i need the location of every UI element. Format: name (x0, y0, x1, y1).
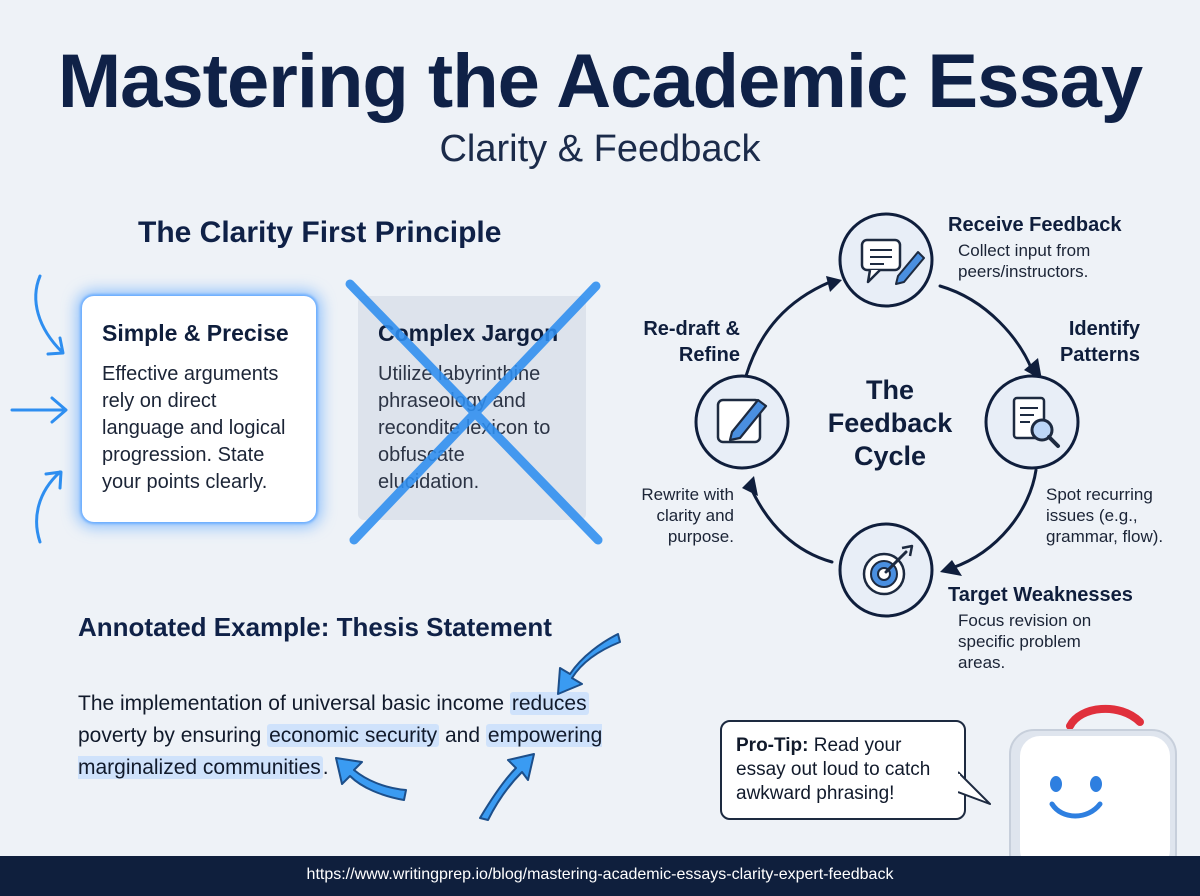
step-target-weaknesses-desc: Focus revision on specific problem areas… (958, 611, 1092, 672)
pro-tip-text: Read your essay out loud to catch awkwar… (736, 735, 931, 804)
step-target-weaknesses-label: Target Weaknesses (948, 584, 1133, 606)
step-redraft-refine-desc: Rewrite with clarity and purpose. (641, 485, 734, 546)
pro-tip-label: Pro-Tip: (736, 735, 809, 756)
step-receive-feedback-label: Receive Feedback (948, 214, 1122, 236)
thesis-text: The implementation of universal basic in… (78, 692, 510, 715)
annotation-arrows-icon (335, 633, 621, 821)
footer-bar (0, 856, 1200, 896)
step-receive-feedback-desc: Collect input from peers/instructors. (958, 241, 1091, 281)
edit-square-icon (716, 398, 768, 444)
document-magnifier-icon (1012, 396, 1060, 448)
page-subtitle: Clarity & Feedback (439, 128, 761, 170)
footer-url[interactable]: https://www.writingprep.io/blog/masterin… (306, 866, 894, 883)
robot-mascot-icon (1009, 705, 1177, 879)
page-title: Mastering the Academic Essay (57, 39, 1143, 124)
simple-precise-card: Simple & Precise Effective arguments rel… (82, 296, 316, 522)
thesis-text: . (322, 756, 329, 779)
clarity-heading: The Clarity First Principle (138, 216, 502, 249)
thesis-text: poverty by ensuring (78, 724, 268, 747)
chat-pencil-icon (860, 238, 925, 285)
step-identify-patterns-label: Identify Patterns (1059, 318, 1140, 366)
feedback-cycle-title: The Feedback Cycle (827, 375, 953, 471)
speech-tail-icon (958, 771, 991, 805)
simple-card-body: Effective arguments rely on direct langu… (102, 363, 286, 493)
simple-card-title: Simple & Precise (102, 320, 289, 346)
step-redraft-refine-label: Re-draft & Refine (643, 318, 740, 366)
annotated-example-heading: Annotated Example: Thesis Statement (78, 612, 552, 642)
cross-out-icon (345, 279, 603, 545)
target-dart-icon (862, 544, 914, 596)
pro-tip-bubble: Pro-Tip: Read your essay out loud to cat… (720, 720, 966, 820)
thesis-highlight-economic-security: economic security (267, 724, 440, 747)
thesis-text: and (439, 724, 486, 747)
feedback-cycle-diagram (694, 212, 1080, 618)
thesis-highlight-reduces: reduces (509, 692, 589, 715)
thesis-statement: The implementation of universal basic in… (78, 688, 638, 784)
attention-arrows-icon (10, 274, 68, 544)
step-identify-patterns-desc: Spot recurring issues (e.g., grammar, fl… (1046, 485, 1164, 546)
